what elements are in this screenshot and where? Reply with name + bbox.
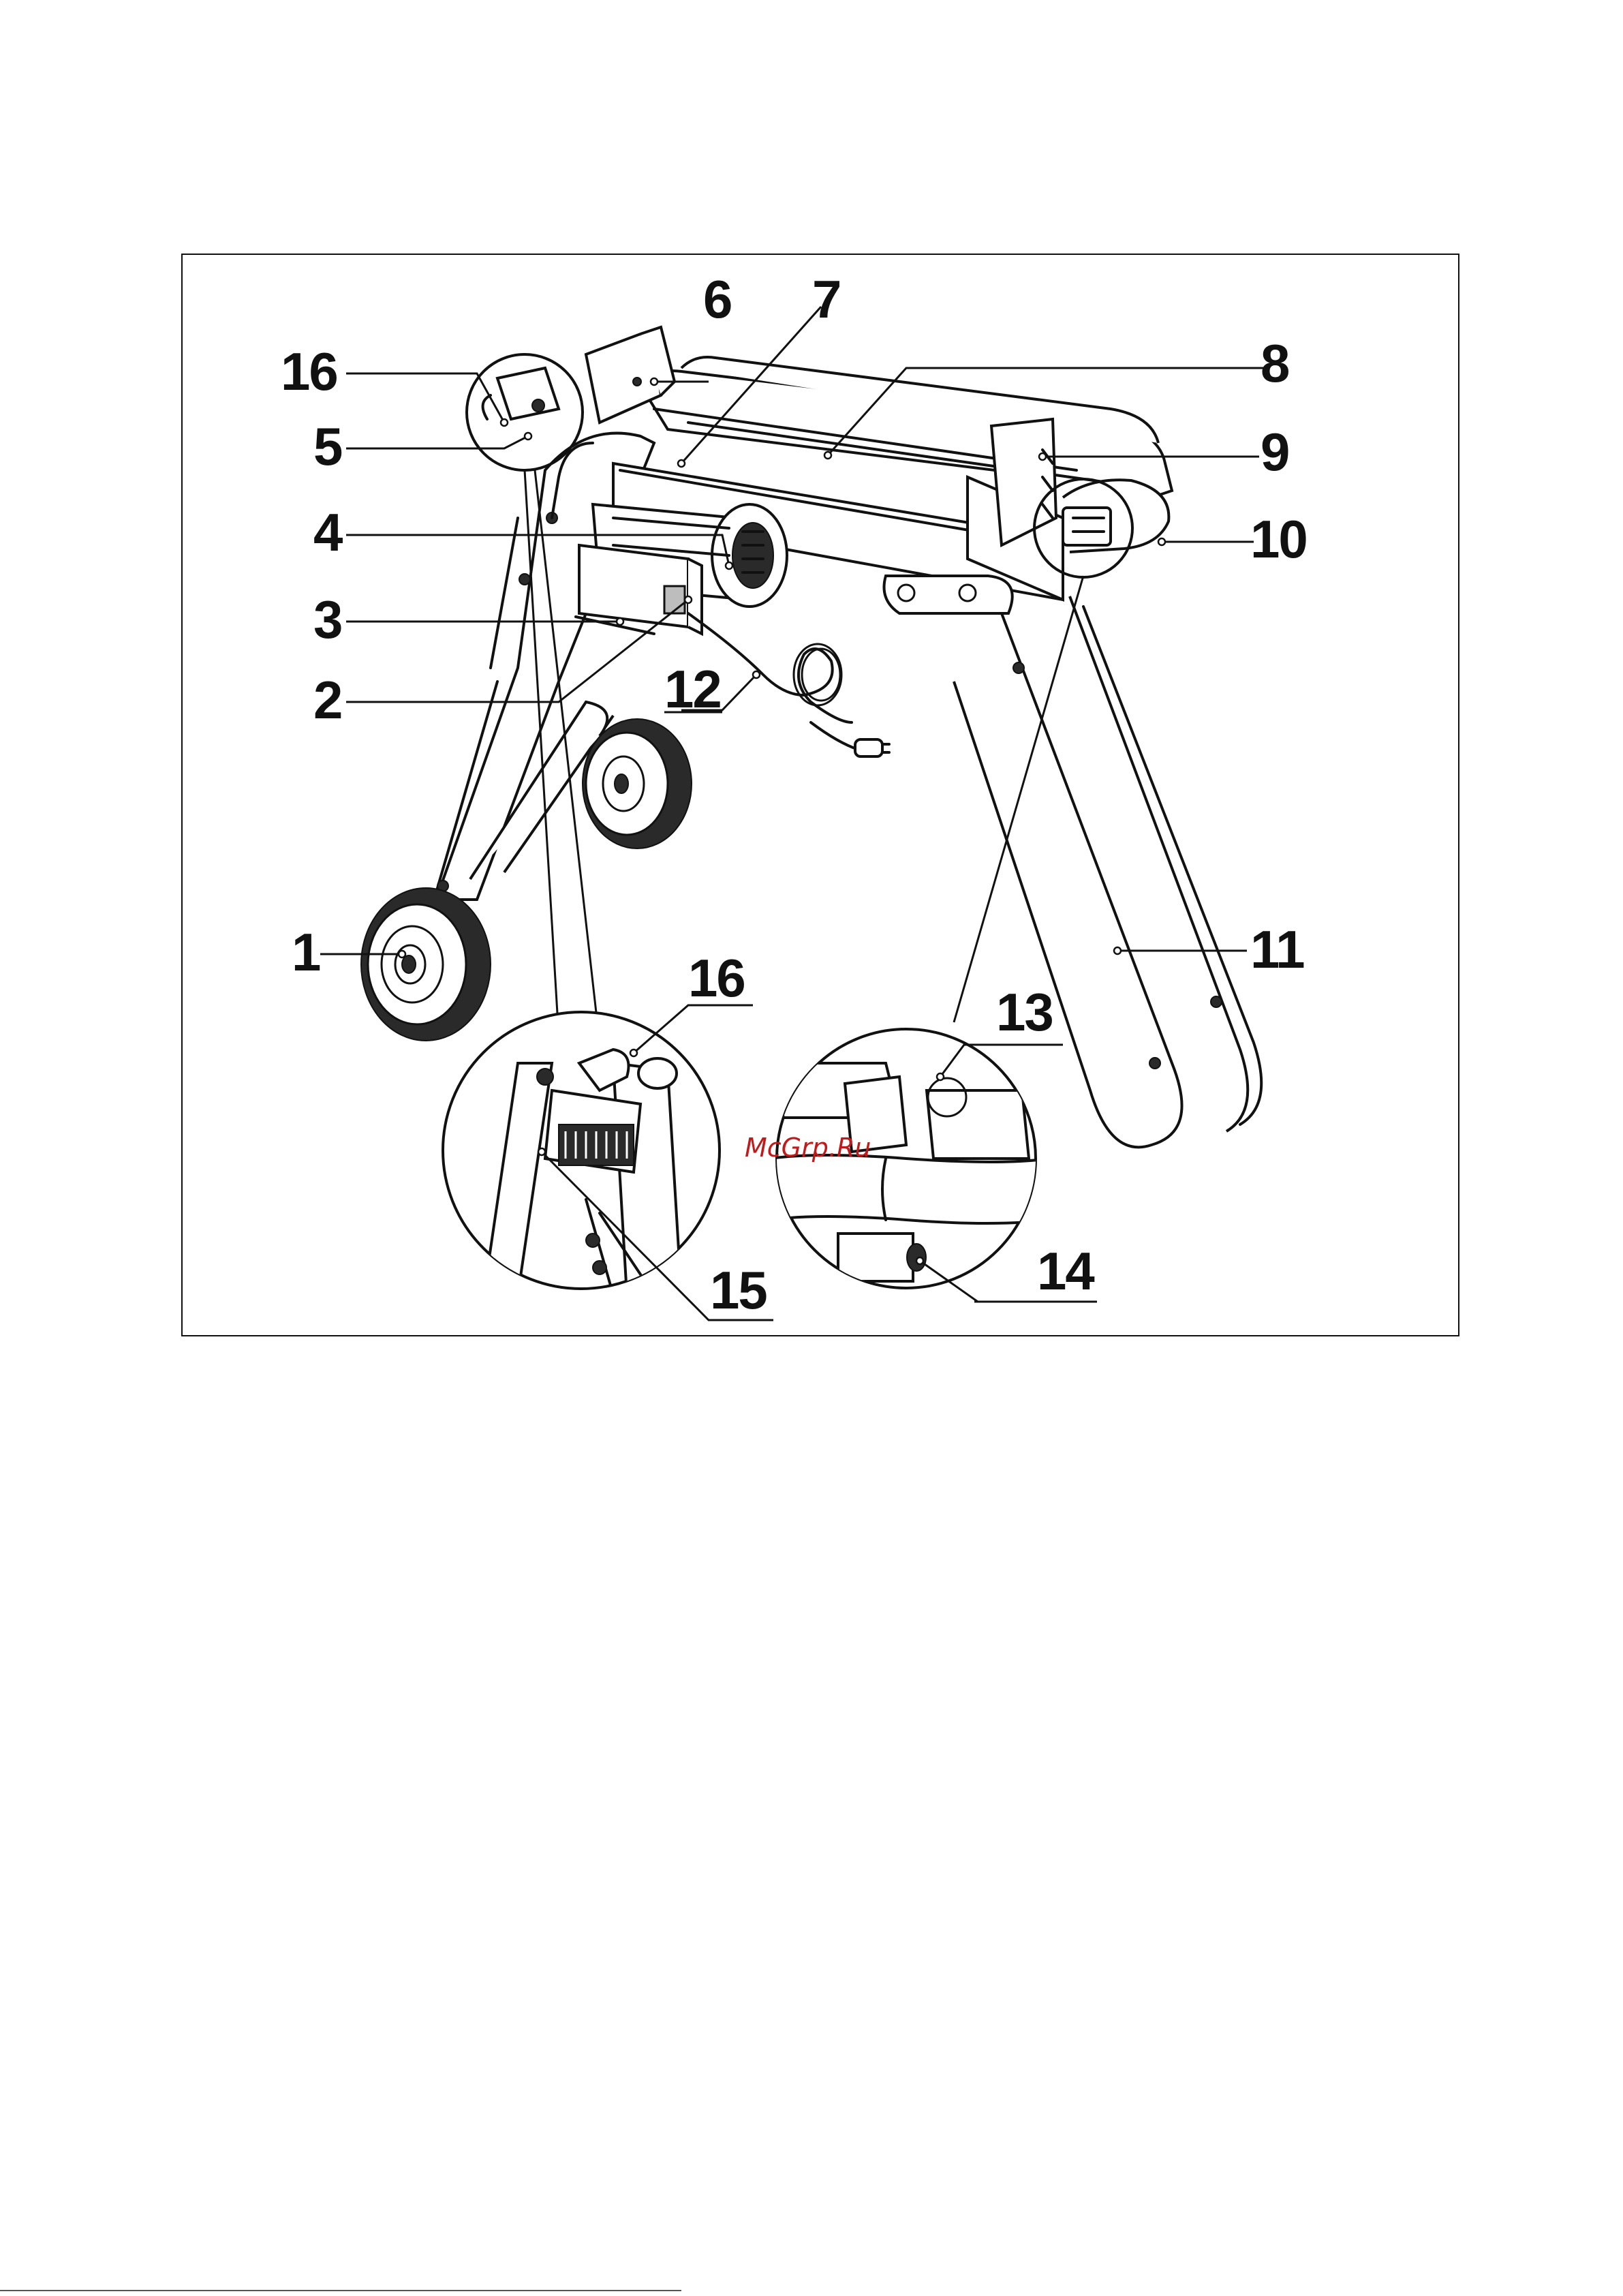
rear-wheel: [583, 719, 692, 848]
callout-2: 2: [313, 670, 341, 730]
watermark: McGrp.Ru: [745, 1133, 871, 1163]
callout-12: 12: [664, 659, 721, 719]
callout-16-detail: 16: [688, 948, 745, 1008]
callout-9: 9: [1261, 422, 1288, 482]
callout-11: 11: [1250, 919, 1304, 979]
callout-4: 4: [313, 502, 343, 562]
callout-7: 7: [812, 269, 840, 329]
detail-marker-left: [467, 354, 583, 470]
rear-cross-tube: [884, 576, 1013, 613]
callout-5: 5: [313, 416, 342, 476]
callout-10: 10: [1250, 509, 1307, 569]
callout-8: 8: [1261, 333, 1288, 393]
callout-15: 15: [710, 1260, 767, 1320]
callout-13: 13: [996, 982, 1053, 1042]
detail-circle-left: [443, 1012, 720, 1295]
callout-1: 1: [292, 922, 320, 982]
callout-3: 3: [313, 590, 341, 649]
callout-16-top: 16: [281, 341, 337, 401]
callout-14: 14: [1037, 1241, 1094, 1301]
callout-6: 6: [703, 269, 731, 329]
wheel: [361, 888, 491, 1041]
